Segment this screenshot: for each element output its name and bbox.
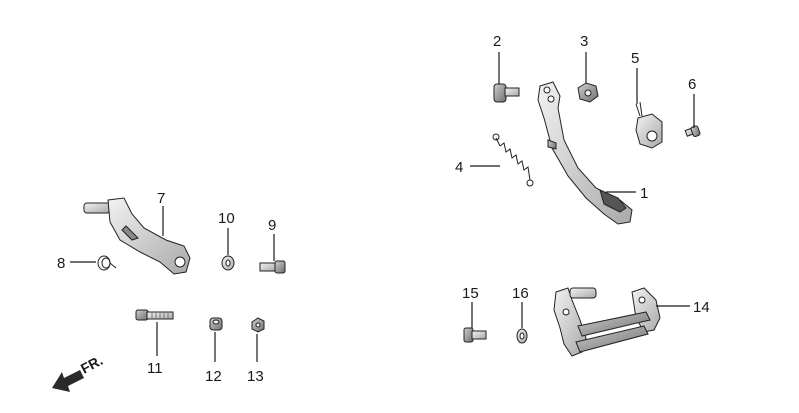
stand-bolt-part: [493, 83, 520, 103]
callout-7: 7: [157, 190, 165, 207]
callout-9: 9: [268, 217, 276, 234]
stand-nut-part: [577, 82, 599, 103]
pedal-washer-part: [221, 255, 235, 271]
stand-pivot-bolt-part: [463, 327, 487, 343]
side-stand-part: [537, 81, 633, 225]
collar-part: [209, 317, 223, 331]
stand-spring-part: [492, 133, 534, 187]
long-bolt-part: [135, 309, 174, 321]
callout-11: 11: [147, 360, 163, 377]
callout-14: 14: [693, 299, 710, 316]
callout-12: 12: [205, 368, 222, 385]
callout-13: 13: [247, 368, 264, 385]
brake-pedal-part: [83, 197, 191, 275]
callout-8: 8: [57, 255, 65, 272]
pedal-spring-part: [97, 255, 117, 271]
front-direction-arrow: FR.: [52, 352, 105, 392]
callout-5: 5: [631, 50, 639, 67]
pivot-bolt-part: [259, 260, 286, 274]
callout-16: 16: [512, 285, 529, 302]
callout-15: 15: [462, 285, 479, 302]
switch-bolt-part: [684, 125, 701, 138]
main-stand-part: [553, 287, 661, 357]
stand-switch-part: [635, 101, 663, 149]
callout-4: 4: [455, 159, 463, 176]
front-arrow-icon: [52, 370, 84, 392]
callout-1: 1: [640, 185, 648, 202]
front-direction-label: FR.: [78, 352, 105, 377]
pedal-nut-part: [251, 317, 265, 333]
callout-10: 10: [218, 210, 235, 227]
callout-3: 3: [580, 33, 588, 50]
callout-6: 6: [688, 76, 696, 93]
callout-2: 2: [493, 33, 501, 50]
stand-washer-part: [516, 328, 528, 344]
